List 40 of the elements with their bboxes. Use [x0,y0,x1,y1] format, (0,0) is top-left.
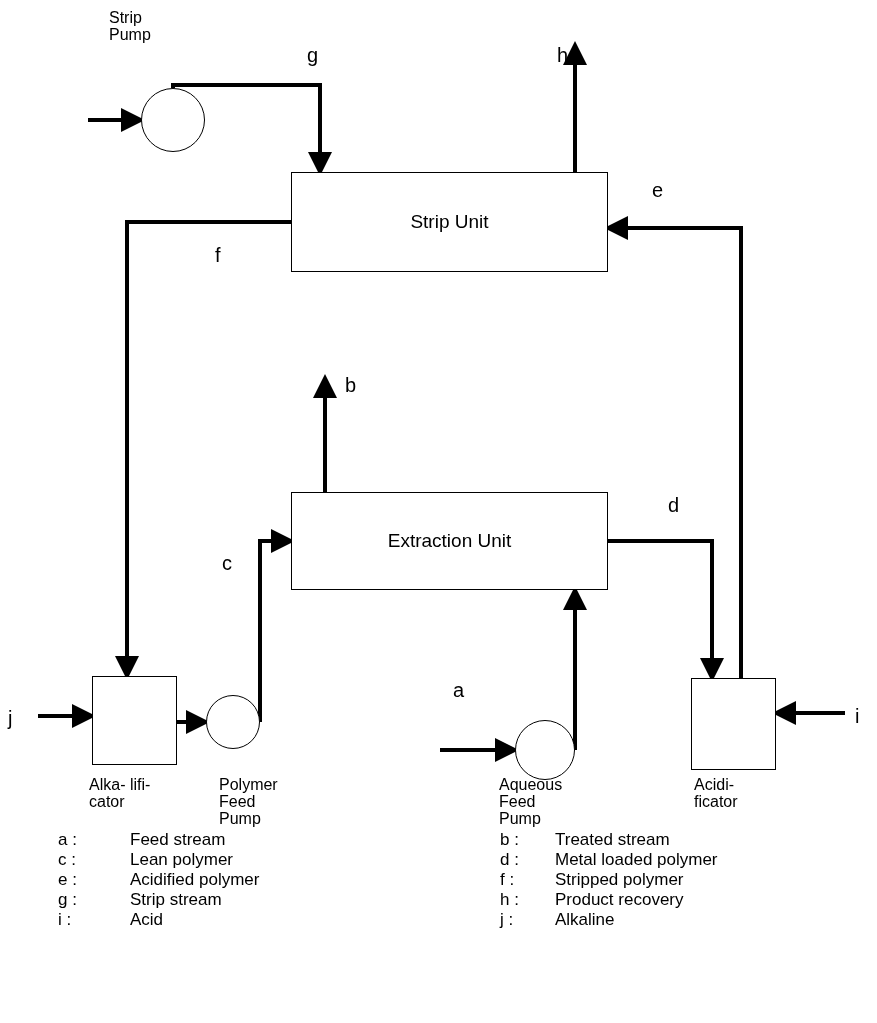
stream-key: h : [500,890,519,909]
edge-label: d [668,495,680,515]
stream-key: g : [58,890,77,909]
stream-key: i : [58,910,72,929]
unit-box [291,172,608,272]
edge-label: e [652,180,664,200]
flow-arrow [563,41,587,172]
edge-label: a [453,680,465,700]
stream-key: c : [58,850,76,869]
stream-description: Metal loaded polymer [555,850,718,869]
edge-label: g [307,45,319,65]
stream-key: a : [58,830,77,849]
edge-label: c [222,553,232,573]
stream-key: b : [500,830,519,849]
flow-arrow [313,374,337,492]
stream-key: f : [500,870,515,889]
stream-description: Alkaline [555,910,615,929]
edge-label: f [215,245,221,265]
stream-description: Strip stream [130,890,222,909]
stream-key: j : [500,910,514,929]
node-label: Strip Unit [410,211,489,233]
stream-description: Product recovery [555,890,684,909]
stream-description: Lean polymer [130,850,233,869]
node-label: Acidi- ficator [694,776,739,810]
stream-description: Treated stream [555,830,670,849]
stream-key: e : [58,870,77,889]
node-label: Extraction Unit [387,530,512,552]
unit-box [291,492,608,590]
stream-description: Acidified polymer [130,870,260,889]
stream-description: Acid [130,910,164,929]
edge-label: j [8,708,13,728]
edge-label: i [855,706,860,726]
node-label: Alka- lifi- cator [89,776,151,810]
node-label: Strip Pump [109,9,152,43]
stream-description: Stripped polymer [555,870,684,889]
node-label: Aqueous Feed Pump [499,776,564,827]
stream-key: d : [500,850,519,869]
stream-description: Feed stream [130,830,226,849]
node-label: Polymer Feed Pump [219,776,279,827]
edge-label: b [345,375,357,395]
